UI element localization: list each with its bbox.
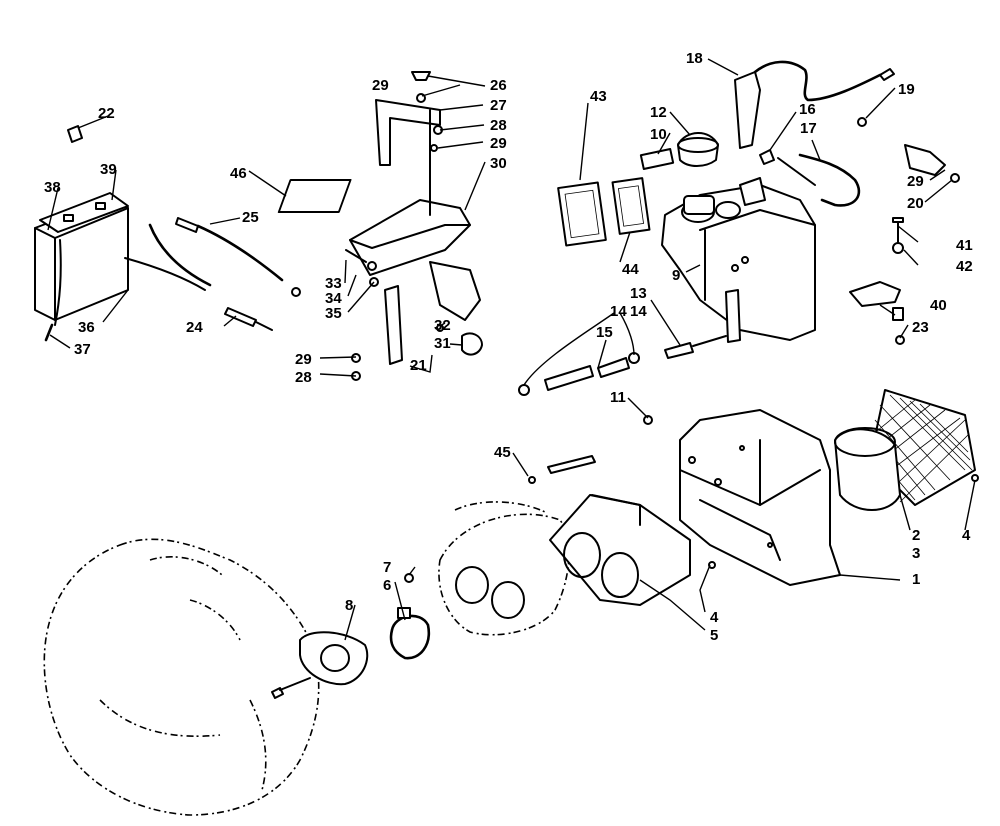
callout-12: 12 xyxy=(650,104,667,121)
callout-16: 16 xyxy=(799,101,816,118)
callout-10: 10 xyxy=(650,126,667,143)
callout-27: 27 xyxy=(490,97,507,114)
oil-hose xyxy=(759,149,861,207)
callout-33: 33 xyxy=(325,275,342,292)
callout-4a: 4 xyxy=(962,527,971,544)
callout-18: 18 xyxy=(686,50,703,67)
callout-35: 35 xyxy=(325,305,342,322)
callout-43: 43 xyxy=(590,88,607,105)
callout-9: 9 xyxy=(672,267,680,284)
callout-23: 23 xyxy=(912,319,929,336)
callout-34: 34 xyxy=(325,290,342,307)
callout-20: 20 xyxy=(907,195,924,212)
oil-tank-bracket xyxy=(857,117,960,183)
callout-40: 40 xyxy=(930,297,947,314)
callout-32: 32 xyxy=(434,317,451,334)
callout-42: 42 xyxy=(956,258,973,275)
terminal-cap xyxy=(67,125,83,143)
callout-29c: 29 xyxy=(295,351,312,368)
callout-28b: 28 xyxy=(295,369,312,386)
callout-11: 11 xyxy=(610,389,626,406)
callout-15: 15 xyxy=(596,324,613,341)
tray-fasteners xyxy=(345,71,444,381)
callout-8: 8 xyxy=(345,597,353,614)
callout-28a: 28 xyxy=(490,117,507,134)
oil-cap xyxy=(677,132,719,167)
callout-6: 6 xyxy=(383,577,391,594)
callout-7: 7 xyxy=(383,559,391,576)
callout-22: 22 xyxy=(98,105,115,122)
callout-14a: 14 xyxy=(610,303,627,320)
callout-36: 36 xyxy=(78,319,95,336)
callout-29b: 29 xyxy=(372,77,389,94)
callout-26: 26 xyxy=(490,77,507,94)
silencer-hardware xyxy=(528,415,653,484)
carburetor-sketch xyxy=(438,501,570,636)
callout-5: 5 xyxy=(710,627,718,644)
decals xyxy=(557,177,651,247)
battery-tray xyxy=(349,99,483,365)
callout-46: 46 xyxy=(230,165,247,182)
callout-17: 17 xyxy=(800,120,817,137)
callout-30: 30 xyxy=(490,155,507,172)
callout-31: 31 xyxy=(434,335,451,352)
callout-2: 2 xyxy=(912,527,920,544)
engine-sketch xyxy=(43,538,320,816)
callout-44: 44 xyxy=(622,261,639,278)
oil-sender xyxy=(734,60,895,149)
callout-45: 45 xyxy=(494,444,511,461)
leader-lines xyxy=(47,58,976,641)
callout-21: 21 xyxy=(410,357,427,374)
intake-boot xyxy=(549,494,716,606)
callout-3: 3 xyxy=(912,545,920,562)
fuel-line-fittings xyxy=(518,335,727,396)
callout-29a: 29 xyxy=(490,135,507,152)
air-silencer-box xyxy=(679,409,841,586)
intake-flange xyxy=(271,631,369,699)
callout-13: 13 xyxy=(630,285,647,302)
callout-4b: 4 xyxy=(710,609,719,626)
callout-14b: 14 xyxy=(630,303,647,320)
callout-41: 41 xyxy=(956,237,973,254)
battery-pad xyxy=(277,179,352,213)
callout-38: 38 xyxy=(44,179,61,196)
oil-tank xyxy=(661,177,816,343)
callout-1: 1 xyxy=(912,571,920,588)
callout-37: 37 xyxy=(74,341,91,358)
callout-29d: 29 xyxy=(907,173,924,190)
callout-24: 24 xyxy=(186,319,203,336)
callout-labels: 1 2 3 4 4 5 6 7 8 9 10 11 12 13 14 14 15… xyxy=(44,50,973,644)
decal-small xyxy=(639,148,675,170)
callout-25: 25 xyxy=(242,209,259,226)
callout-39: 39 xyxy=(100,161,117,178)
oil-pump-fitting xyxy=(849,217,905,345)
air-intake-screen xyxy=(834,389,979,511)
battery-cables xyxy=(124,217,301,331)
battery xyxy=(34,192,129,342)
callout-19: 19 xyxy=(898,81,915,98)
